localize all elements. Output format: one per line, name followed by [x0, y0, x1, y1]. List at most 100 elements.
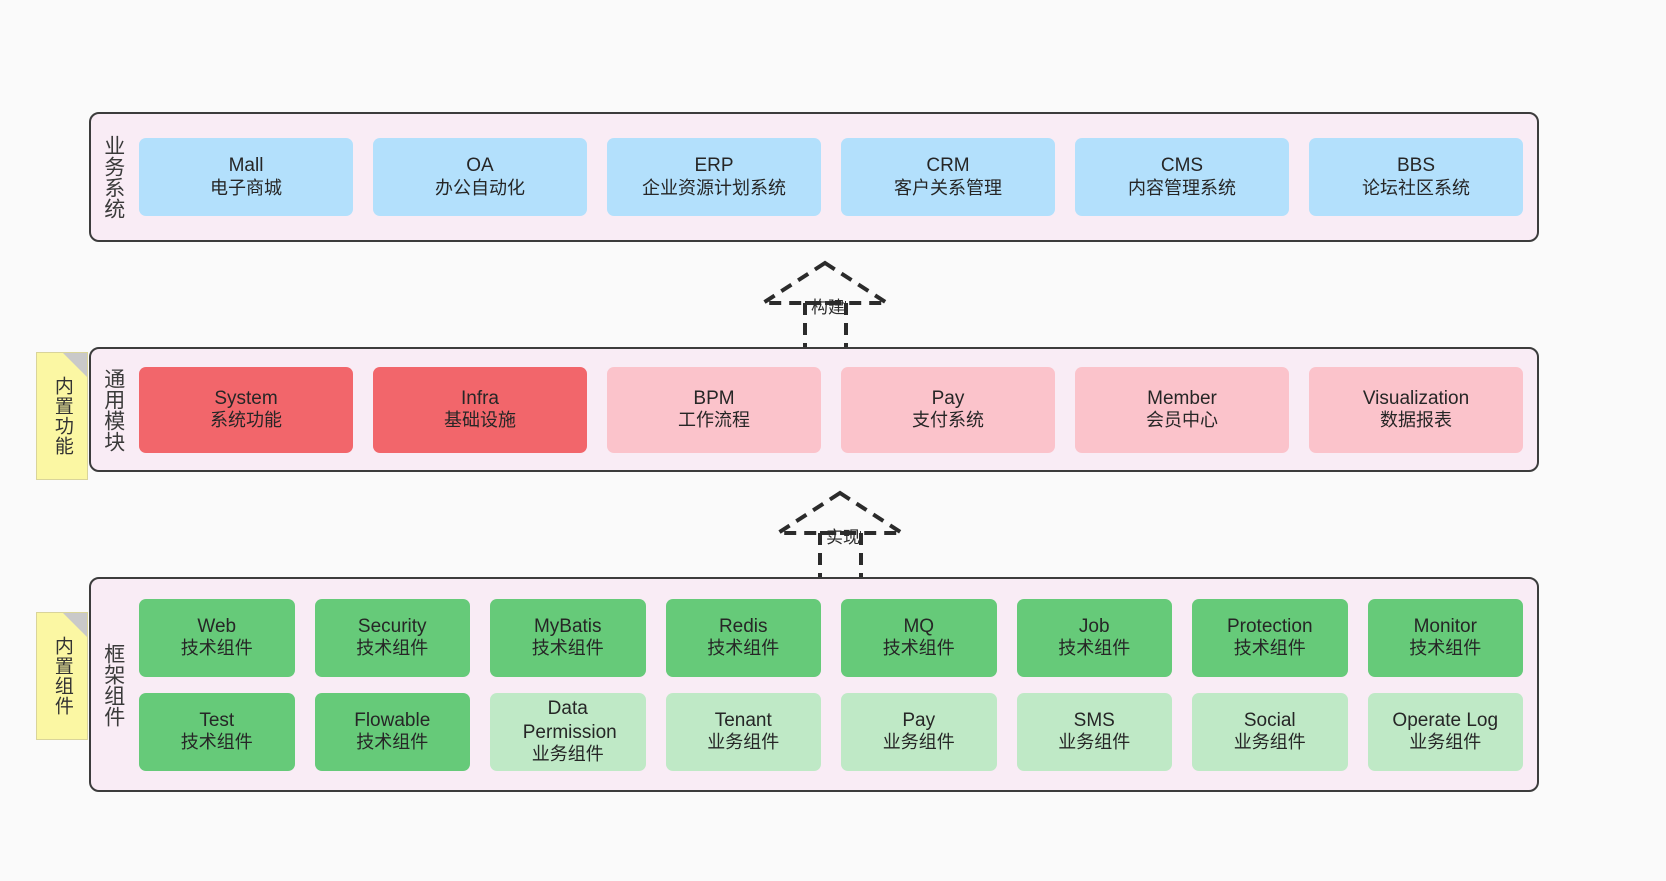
- row-tech-components: Web 技术组件 Security 技术组件 MyBatis 技术组件 Redi…: [139, 598, 1523, 677]
- box-flowable-sub: 技术组件: [356, 732, 429, 753]
- box-visualization-sub: 数据报表: [1380, 410, 1452, 431]
- note-fold-icon-2: [63, 613, 87, 637]
- box-monitor-name: Monitor: [1413, 615, 1477, 637]
- box-mybatis[interactable]: MyBatis 技术组件: [490, 598, 646, 677]
- box-tenant-sub: 业务组件: [707, 732, 780, 753]
- box-system[interactable]: System 系统功能: [139, 366, 353, 453]
- box-infra[interactable]: Infra 基础设施: [373, 366, 587, 453]
- box-tenant[interactable]: Tenant 业务组件: [665, 692, 821, 771]
- connector-implement: 实现: [760, 485, 960, 580]
- layer-title-framework-component: 框架组件: [101, 642, 125, 727]
- box-web[interactable]: Web 技术组件: [139, 598, 295, 677]
- box-redis-sub: 技术组件: [707, 638, 780, 659]
- box-infra-sub: 基础设施: [444, 410, 516, 431]
- box-crm-name: CRM: [926, 155, 970, 177]
- box-bbs[interactable]: BBS 论坛社区系统: [1309, 138, 1523, 216]
- row-business-components: Test 技术组件 Flowable 技术组件 Data Permission …: [139, 692, 1523, 771]
- box-job-sub: 技术组件: [1058, 638, 1131, 659]
- note-builtin-features-label: 内置功能: [51, 376, 73, 456]
- box-bpm-sub: 工作流程: [678, 410, 750, 431]
- layer-framework-component: 框架组件 Web 技术组件 Security 技术组件 MyBatis 技术组件…: [89, 577, 1539, 792]
- box-oa-name: OA: [466, 155, 494, 177]
- box-security-sub: 技术组件: [356, 638, 429, 659]
- box-pay-module-sub: 支付系统: [912, 410, 984, 431]
- box-oa-sub: 办公自动化: [435, 177, 525, 198]
- box-job[interactable]: Job 技术组件: [1016, 598, 1172, 677]
- box-visualization[interactable]: Visualization 数据报表: [1309, 366, 1523, 453]
- box-data-permission-sub: 业务组件: [531, 743, 604, 764]
- layer-body-framework-component: Web 技术组件 Security 技术组件 MyBatis 技术组件 Redi…: [135, 579, 1537, 790]
- box-sms-name: SMS: [1073, 709, 1115, 731]
- box-mall-name: Mall: [228, 155, 264, 177]
- box-cms-name: CMS: [1160, 155, 1204, 177]
- layer-body-common-module: System 系统功能 Infra 基础设施 BPM 工作流程 Pay 支付系统…: [135, 349, 1537, 470]
- box-crm[interactable]: CRM 客户关系管理: [841, 138, 1055, 216]
- box-job-name: Job: [1078, 615, 1110, 637]
- box-bpm[interactable]: BPM 工作流程: [607, 366, 821, 453]
- box-redis[interactable]: Redis 技术组件: [665, 598, 821, 677]
- box-bbs-sub: 论坛社区系统: [1362, 177, 1470, 198]
- box-erp-name: ERP: [694, 155, 734, 177]
- box-mq-sub: 技术组件: [882, 638, 955, 659]
- box-pay-component[interactable]: Pay 业务组件: [841, 692, 997, 771]
- box-crm-sub: 客户关系管理: [894, 177, 1002, 198]
- box-sms-sub: 业务组件: [1058, 732, 1131, 753]
- box-social[interactable]: Social 业务组件: [1192, 692, 1348, 771]
- layer-title-business-system: 业务系统: [101, 135, 125, 219]
- box-security-name: Security: [357, 615, 427, 637]
- row-business-systems: Mall 电子商城 OA 办公自动化 ERP 企业资源计划系统 CRM 客户关系…: [139, 138, 1523, 216]
- box-web-name: Web: [197, 615, 237, 637]
- box-member[interactable]: Member 会员中心: [1075, 366, 1289, 453]
- box-pay-component-name: Pay: [902, 709, 936, 731]
- box-oa[interactable]: OA 办公自动化: [373, 138, 587, 216]
- box-security[interactable]: Security 技术组件: [314, 598, 470, 677]
- note-fold-icon: [63, 353, 87, 377]
- connector-implement-shape: [771, 490, 909, 580]
- box-protection-sub: 技术组件: [1233, 638, 1306, 659]
- box-monitor[interactable]: Monitor 技术组件: [1367, 598, 1523, 677]
- connector-build-label: 构建: [811, 298, 845, 317]
- box-test-name: Test: [199, 709, 235, 731]
- connector-implement-label: 实现: [826, 528, 860, 547]
- box-mybatis-sub: 技术组件: [531, 638, 604, 659]
- box-erp-sub: 企业资源计划系统: [642, 177, 786, 198]
- box-sms[interactable]: SMS 业务组件: [1016, 692, 1172, 771]
- box-tenant-name: Tenant: [714, 709, 772, 731]
- note-builtin-features: 内置功能: [36, 352, 88, 480]
- layer-common-module: 通用模块 System 系统功能 Infra 基础设施 BPM 工作流程 Pay…: [89, 347, 1539, 472]
- note-builtin-components-label: 内置组件: [51, 636, 73, 716]
- box-mybatis-name: MyBatis: [533, 615, 602, 637]
- box-system-name: System: [214, 387, 278, 409]
- row-common-modules: System 系统功能 Infra 基础设施 BPM 工作流程 Pay 支付系统…: [139, 366, 1523, 453]
- box-test[interactable]: Test 技术组件: [139, 692, 295, 771]
- box-mq[interactable]: MQ 技术组件: [841, 598, 997, 677]
- box-infra-name: Infra: [460, 387, 500, 409]
- box-pay-module[interactable]: Pay 支付系统: [841, 366, 1055, 453]
- note-builtin-components: 内置组件: [36, 612, 88, 740]
- connector-build: 构建: [745, 255, 945, 350]
- box-social-sub: 业务组件: [1233, 732, 1306, 753]
- box-protection[interactable]: Protection 技术组件: [1192, 598, 1348, 677]
- box-data-permission-name: Data Permission: [522, 698, 617, 743]
- box-cms[interactable]: CMS 内容管理系统: [1075, 138, 1289, 216]
- box-mall[interactable]: Mall 电子商城: [139, 138, 353, 216]
- box-redis-name: Redis: [718, 615, 768, 637]
- box-pay-module-name: Pay: [931, 387, 965, 409]
- box-bpm-name: BPM: [693, 387, 735, 409]
- box-member-name: Member: [1147, 387, 1217, 409]
- box-pay-component-sub: 业务组件: [882, 732, 955, 753]
- box-member-sub: 会员中心: [1146, 410, 1218, 431]
- box-monitor-sub: 技术组件: [1409, 638, 1482, 659]
- box-operate-log[interactable]: Operate Log 业务组件: [1367, 692, 1523, 771]
- box-mall-sub: 电子商城: [210, 177, 282, 198]
- box-flowable[interactable]: Flowable 技术组件: [314, 692, 470, 771]
- box-operate-log-name: Operate Log: [1392, 709, 1499, 731]
- box-visualization-name: Visualization: [1362, 387, 1470, 409]
- box-cms-sub: 内容管理系统: [1128, 177, 1236, 198]
- layer-body-business-system: Mall 电子商城 OA 办公自动化 ERP 企业资源计划系统 CRM 客户关系…: [135, 114, 1537, 240]
- box-data-permission[interactable]: Data Permission 业务组件: [490, 692, 646, 771]
- box-protection-name: Protection: [1226, 615, 1313, 637]
- box-web-sub: 技术组件: [180, 638, 253, 659]
- box-erp[interactable]: ERP 企业资源计划系统: [607, 138, 821, 216]
